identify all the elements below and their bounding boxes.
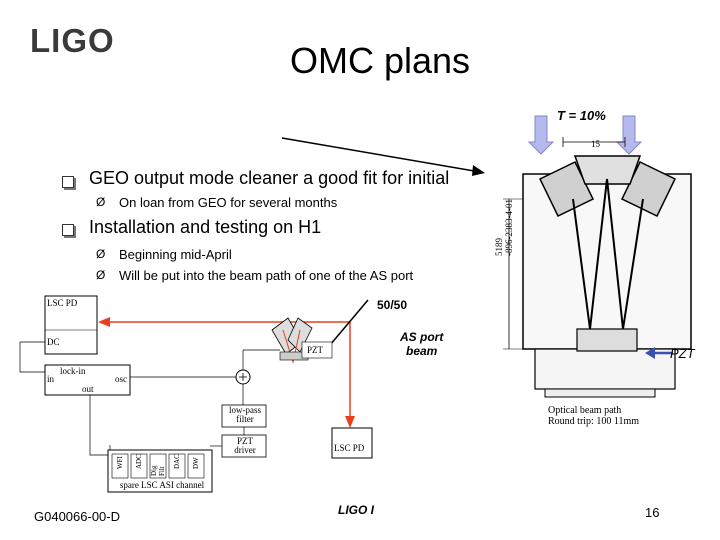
channel-dw: DW [192,457,200,469]
dc-label: DC [47,337,60,347]
caption-line1: Optical beam path [548,405,622,416]
footer-center: LIGO I [338,503,374,517]
low-pass-label: low-pass filter [229,405,261,424]
transmission-label: T = 10% [557,108,606,123]
control-schematic [19,295,373,493]
leader-line [281,137,485,176]
pzt-driver-label: PZT driver [234,436,256,455]
lock-in-osc-label: osc [115,374,127,384]
as-port-label: AS port beam [400,330,444,358]
slide-title: OMC plans [289,40,471,81]
bullet-icon [62,224,74,236]
lsc-pd-top-label: LSC PD [47,298,78,308]
bullet-2-sub-1: Beginning mid-April [119,247,232,262]
channel-wfi: WFI [116,456,124,469]
bullet-1: GEO output mode cleaner a good fit for i… [89,168,450,188]
page-number: 16 [645,505,660,520]
omc-optical-drawing [503,115,692,398]
caption-line2: Round trip: 100 11mm [548,416,640,427]
bullet-2: Installation and testing on H1 [89,217,322,237]
doc-id: G040066-00-D [34,509,120,524]
splitter-label: 50/50 [377,298,408,312]
ligo-logo: LIGO [30,22,115,59]
sub-bullet-arrow-icon: Ø [96,195,106,209]
pzt-label-right: PZT [670,346,695,361]
channel-adc: ADC [135,454,143,469]
lock-in-out-label: out [82,384,94,394]
channel-dig-filt: Dig Filt [150,465,166,477]
channel-dac: DAC [173,454,181,469]
drawing-code: 5189 -896-2383-4-01 [494,199,514,256]
bullet-2-sub-2: Will be put into the beam path of one of… [119,268,414,283]
bullet-icon [62,176,74,188]
sub-bullet-arrow-icon: Ø [96,247,106,261]
lock-in-in-label: in [47,374,55,384]
bullet-1-sub-1: On loan from GEO for several months [119,195,338,210]
dimension-15: 15 [591,139,600,149]
lock-in-label: lock-in [60,366,86,376]
channel-box-label: spare LSC ASI channel [119,480,205,490]
pzt-arrow-icon [645,347,673,359]
lsc-pd-bottom-label: LSC PD [334,443,365,453]
pzt-label-schematic: PZT [307,345,324,355]
sub-bullet-arrow-icon: Ø [96,268,106,282]
